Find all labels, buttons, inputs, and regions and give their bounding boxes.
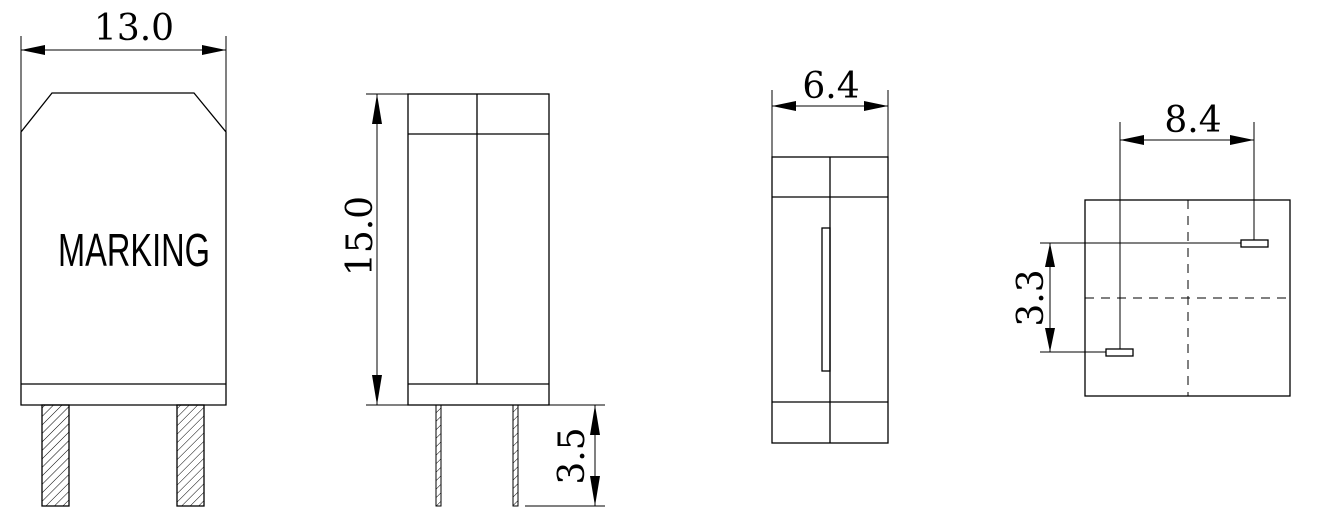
- front-width-arrow-left: [21, 45, 45, 55]
- lead-length-label: 3.5: [552, 427, 593, 484]
- side-lead-left: [435, 404, 442, 507]
- pitch-x-arrow-right: [1230, 135, 1254, 145]
- footprint-pad-top: [1240, 239, 1269, 248]
- end-width-arrow-left: [772, 101, 796, 111]
- lead-arrow-top: [590, 405, 600, 435]
- side-height-arrow-bottom: [372, 375, 382, 405]
- side-height-arrow-top: [372, 94, 382, 124]
- footprint-view: 8.4 3.3: [1011, 100, 1291, 397]
- end-slot: [821, 227, 831, 372]
- side-body-outline: [407, 93, 550, 406]
- side-lead-right: [512, 404, 519, 507]
- front-body-outline: [20, 92, 227, 406]
- marking-label: MARKING: [58, 224, 210, 276]
- front-width-arrow-right: [202, 45, 226, 55]
- end-width-label: 6.4: [802, 66, 859, 107]
- pitch-x-arrow-left: [1120, 135, 1144, 145]
- end-width-arrow-right: [864, 101, 888, 111]
- front-width-label: 13.0: [94, 8, 174, 49]
- side-view: 15.0 3.5: [340, 93, 605, 507]
- pitch-y-label: 3.3: [1011, 269, 1052, 326]
- side-height-label: 15.0: [340, 196, 381, 276]
- pitch-y-arrow-top: [1045, 243, 1055, 267]
- front-view: 13.0 MARKING: [20, 8, 227, 507]
- front-lead-right: [176, 404, 205, 507]
- lead-arrow-bottom: [590, 476, 600, 506]
- end-view: 6.4: [771, 66, 889, 444]
- front-lead-left: [41, 404, 70, 507]
- pitch-x-label: 8.4: [1164, 100, 1221, 141]
- footprint-pad-bottom: [1105, 348, 1134, 357]
- pitch-y-arrow-bottom: [1045, 328, 1055, 352]
